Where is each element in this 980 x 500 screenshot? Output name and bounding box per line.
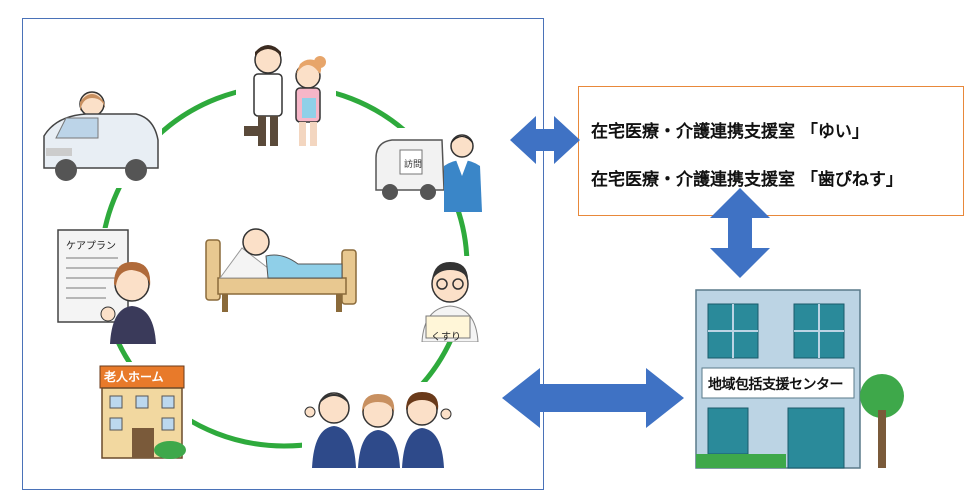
- support-office-box: 在宅医療・介護連携支援室 「ゆい」 在宅医療・介護連携支援室 「歯ぴねす」: [578, 86, 964, 216]
- nursing-home-sign: 老人ホーム: [104, 370, 164, 384]
- car-icon: [36, 88, 162, 188]
- community-center-building-icon: [690, 286, 910, 478]
- patient-bed-icon: [202, 220, 362, 314]
- nursing-home-icon: [92, 362, 192, 462]
- visit-van-label: 訪問: [404, 160, 423, 170]
- community-center-sign: 地域包括支援センター: [708, 377, 844, 393]
- care-network-frame: [22, 18, 544, 490]
- care-plan-label: ケアプラン: [66, 241, 116, 252]
- support-office-yui: 在宅医療・介護連携支援室 「ゆい」: [591, 122, 869, 142]
- arrow-care-to-center: [502, 368, 684, 428]
- care-staff-group-icon: [302, 382, 454, 468]
- pharmacist-card-label: くすり: [431, 332, 461, 343]
- doctor-nurse-icon: [236, 38, 336, 156]
- care-manager-icon: [56, 228, 164, 344]
- arrow-office-to-center: [710, 188, 770, 278]
- arrow-care-to-office: [510, 116, 580, 164]
- support-office-happiness: 在宅医療・介護連携支援室 「歯ぴねす」: [591, 170, 903, 190]
- visit-van-icon: [372, 128, 492, 212]
- pharmacist-icon: [412, 256, 488, 342]
